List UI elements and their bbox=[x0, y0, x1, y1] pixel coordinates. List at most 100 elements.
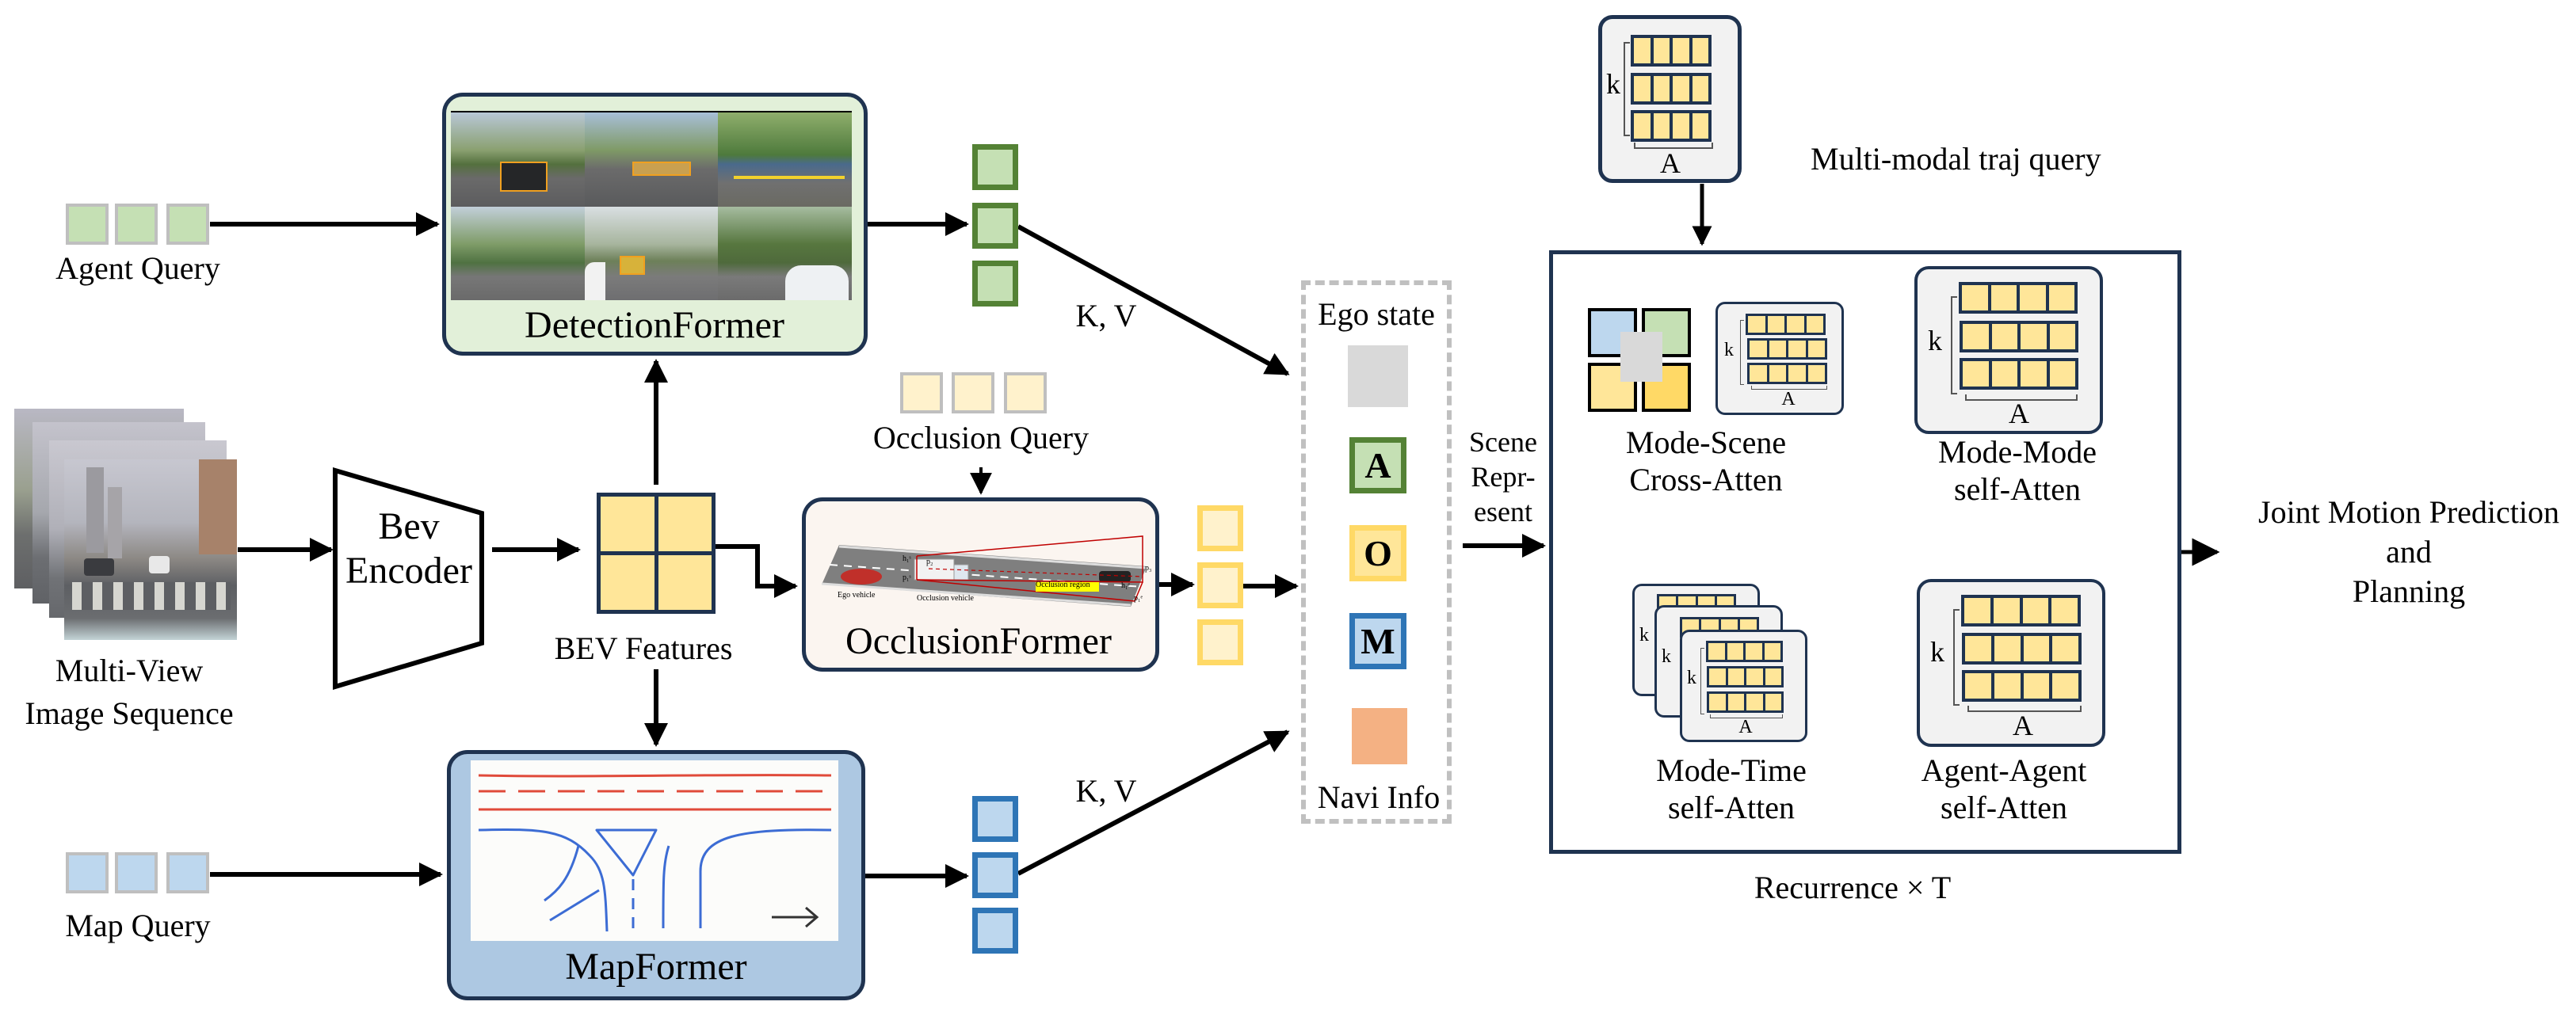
map-query-token bbox=[166, 852, 209, 893]
camera-image-front bbox=[64, 459, 237, 640]
occlusion-output-token bbox=[1197, 619, 1243, 665]
detection-camera-grid bbox=[451, 111, 852, 300]
agent-agent-label-line2: self-Atten bbox=[1941, 790, 2067, 825]
matrix-row bbox=[1707, 691, 1784, 713]
map-lanes-svg bbox=[478, 774, 832, 932]
bev-cell bbox=[658, 555, 712, 610]
navi-info-token bbox=[1352, 708, 1407, 764]
map-former: MapFormer bbox=[447, 750, 865, 1000]
scene-represent-line3: esent bbox=[1474, 496, 1532, 527]
scene-represent-line1: Scene bbox=[1469, 426, 1537, 458]
output-label-line2: and bbox=[2386, 534, 2432, 569]
camera-view bbox=[451, 112, 585, 207]
navi-info-label: Navi Info bbox=[1317, 779, 1441, 815]
point-h1e-label: h₁ᵉ bbox=[1121, 581, 1131, 590]
detection-former: DetectionFormer bbox=[442, 93, 868, 356]
occlusion-former: Occlusion region Ego vehicle Occlusion v… bbox=[802, 497, 1159, 672]
map-token-label: M bbox=[1361, 621, 1395, 661]
matrix-row bbox=[1747, 363, 1827, 384]
matrix-row bbox=[1959, 282, 2078, 314]
k-bracket bbox=[1624, 42, 1630, 136]
scene-represent-line2: Repr- bbox=[1471, 461, 1536, 493]
recurrence-label: Recurrence × T bbox=[1754, 870, 1952, 905]
occlusion-output-token bbox=[1197, 562, 1243, 608]
bev-cell bbox=[601, 497, 654, 551]
matrix-row bbox=[1960, 358, 2078, 390]
matrix-row bbox=[1706, 641, 1783, 662]
k-label: k bbox=[1930, 636, 1944, 668]
mode-mode-card: k A bbox=[1914, 266, 2103, 434]
map-context-token: M bbox=[1349, 613, 1406, 669]
a-label: A bbox=[1660, 147, 1681, 179]
camera-view bbox=[451, 206, 585, 300]
occlusion-region-label: Occlusion region bbox=[1036, 581, 1090, 589]
output-label-line1: Joint Motion Prediction bbox=[2258, 494, 2559, 530]
k-label: k bbox=[1662, 646, 1671, 667]
k-label: k bbox=[1928, 325, 1942, 356]
occlusion-context-token: O bbox=[1349, 525, 1406, 581]
a-label: A bbox=[2009, 398, 2029, 429]
matrix-row bbox=[1962, 633, 2082, 665]
multi-view-label-line2: Image Sequence bbox=[25, 695, 234, 731]
map-illustration bbox=[471, 760, 838, 941]
agent-context-token: A bbox=[1349, 437, 1406, 493]
agent-agent-card: k A bbox=[1917, 579, 2105, 747]
occlusion-scene-illustration bbox=[821, 535, 1147, 607]
mode-scene-label-line2: Cross-Atten bbox=[1629, 462, 1783, 497]
camera-view bbox=[584, 206, 719, 300]
agent-output-token bbox=[972, 261, 1018, 307]
agent-agent-label-line1: Agent-Agent bbox=[1921, 752, 2087, 788]
agent-token-label: A bbox=[1364, 445, 1391, 486]
ego-state-label: Ego state bbox=[1318, 296, 1435, 332]
agent-output-token bbox=[972, 203, 1018, 249]
matrix-row bbox=[1960, 321, 2078, 352]
occlusion-query-token bbox=[900, 372, 943, 413]
arrow-agent-kv bbox=[1017, 224, 1290, 376]
mode-time-label-line1: Mode-Time bbox=[1656, 752, 1807, 788]
occlusion-query-label: Occlusion Query bbox=[872, 420, 1090, 455]
ego-vehicle-label: Ego vehicle bbox=[838, 591, 876, 600]
agent-query-token bbox=[166, 204, 209, 245]
map-query-token bbox=[66, 852, 109, 893]
matrix-row bbox=[1746, 314, 1826, 335]
bev-encoder-label-line1: Bev bbox=[378, 505, 440, 547]
a-label: A bbox=[2013, 710, 2033, 741]
matrix-row bbox=[1631, 35, 1712, 67]
matrix-row bbox=[1707, 666, 1784, 687]
bev-features-label: BEV Features bbox=[554, 630, 733, 666]
camera-view bbox=[584, 112, 719, 207]
traj-query-matrix bbox=[1631, 35, 1712, 142]
point-p3-label: p₃ bbox=[1145, 564, 1152, 573]
agent-output-token bbox=[972, 144, 1018, 190]
multi-view-label-line1: Multi-View bbox=[55, 653, 204, 688]
matrix-row bbox=[1747, 338, 1827, 360]
occlusion-former-label: OcclusionFormer bbox=[845, 620, 1112, 662]
a-label: A bbox=[1781, 389, 1796, 409]
k-label: k bbox=[1687, 668, 1696, 688]
kv-label-lower: K, V bbox=[1075, 773, 1137, 809]
camera-view bbox=[718, 112, 852, 207]
k-label: k bbox=[1639, 625, 1649, 646]
map-query-label: Map Query bbox=[65, 908, 211, 943]
mode-time-card-front: k A bbox=[1680, 630, 1807, 742]
traj-query-label: Multi-modal traj query bbox=[1811, 141, 2101, 177]
matrix-row bbox=[1961, 595, 2081, 626]
mode-scene-label-line1: Mode-Scene bbox=[1625, 425, 1787, 460]
mode-mode-label-line1: Mode-Mode bbox=[1938, 434, 2097, 470]
matrix-row bbox=[1962, 670, 2082, 702]
agent-query-label: Agent Query bbox=[55, 250, 220, 286]
camera-view bbox=[718, 206, 852, 300]
occlusion-vehicle-label: Occlusion vehicle bbox=[917, 594, 974, 603]
map-output-token bbox=[972, 908, 1018, 954]
map-former-label: MapFormer bbox=[565, 946, 747, 988]
output-label-line3: Planning bbox=[2352, 573, 2466, 609]
map-output-token bbox=[972, 796, 1018, 842]
k-label: k bbox=[1606, 68, 1620, 100]
point-p1e-label: p₁ᵉ bbox=[1134, 594, 1143, 603]
scene-context-box bbox=[1301, 280, 1452, 824]
a-bracket bbox=[1634, 143, 1713, 149]
scene-feature-quad bbox=[1588, 308, 1691, 412]
occlusion-output-token bbox=[1197, 505, 1243, 551]
bev-cell bbox=[601, 555, 654, 610]
kv-label-upper: K, V bbox=[1075, 298, 1137, 333]
